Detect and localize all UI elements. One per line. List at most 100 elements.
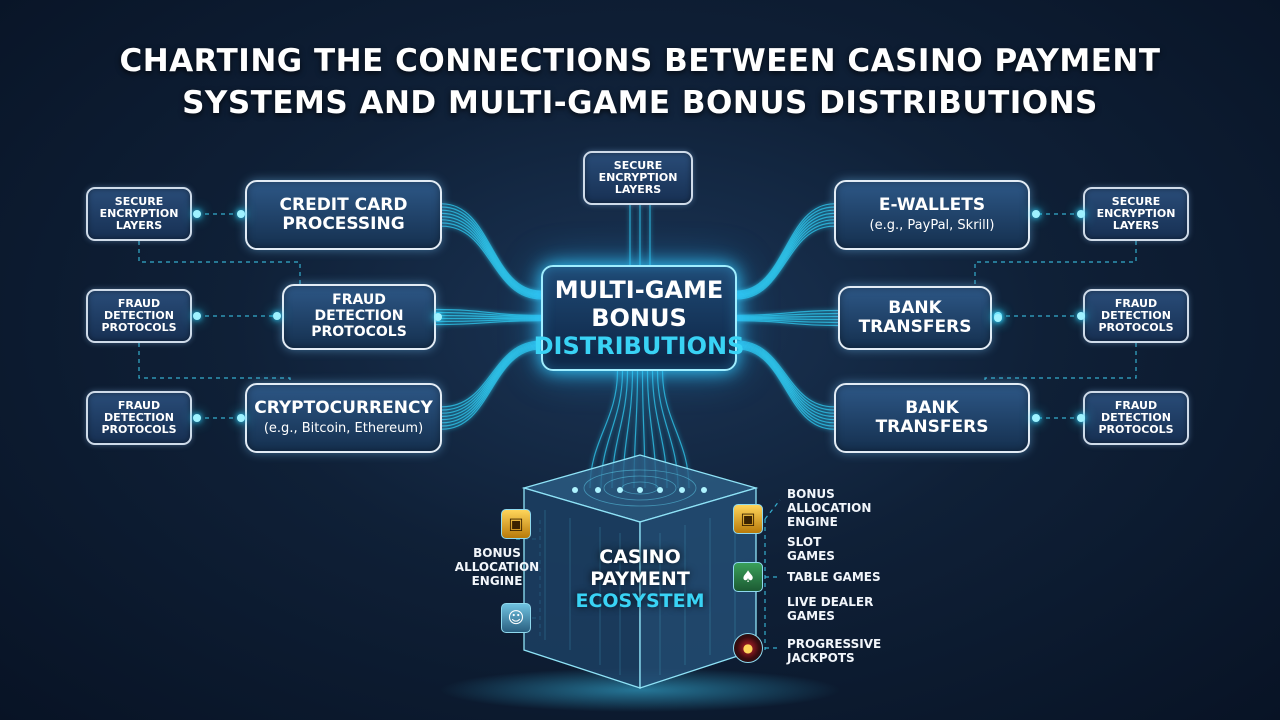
wire-bank2-to-center [736, 344, 835, 421]
wire-credit-to-center [441, 206, 542, 293]
secure-encryption-layers-top-node: SECURE ENCRYPTION LAYERS [583, 151, 693, 205]
wire-ewallet-to-center [736, 219, 835, 298]
wire-crypto-to-center [441, 343, 542, 417]
e-wallets-node: E-WALLETS (e.g., PayPal, Skrill) [834, 180, 1030, 250]
wire-fraud-to-center [435, 308, 542, 316]
label-line: GAMES [787, 609, 835, 623]
node-label-line: CRYPTOCURRENCY [254, 398, 433, 419]
wire-crypto-to-center [441, 342, 542, 414]
label-line: ALLOCATION [454, 560, 540, 574]
left-fraud-detection-protocols-node-2: FRAUD DETECTION PROTOCOLS [86, 391, 192, 445]
wire-crypto-to-center [441, 348, 542, 430]
cube-label-line: CASINO [599, 546, 681, 568]
connector-dot [193, 312, 201, 320]
bank-transfers-node-2: BANK TRANSFERS [834, 383, 1030, 453]
playing-cards-icon: ♠ [733, 562, 763, 592]
dashed-link [138, 241, 301, 284]
wire-crypto-to-center [441, 347, 542, 427]
left-bonus-allocation-engine-label: BONUS ALLOCATION ENGINE [454, 546, 540, 588]
node-label-line: ENCRYPTION [598, 170, 678, 184]
connector-dot [237, 414, 245, 422]
wire-crypto-to-center [441, 340, 542, 408]
bank-transfers-node-1: BANK TRANSFERS [838, 286, 992, 350]
node-label-line: E-WALLETS [878, 195, 986, 216]
connector-dot [434, 313, 442, 321]
node-sublabel: (e.g., Bitcoin, Ethereum) [263, 421, 424, 437]
label-line: SLOT [787, 535, 822, 549]
diagram-title: CHARTING THE CONNECTIONS BETWEEN CASINO … [40, 40, 1240, 124]
node-label-line: CREDIT CARD [279, 194, 408, 215]
wire-fraud-to-center [435, 320, 542, 326]
wire-bank1-to-center [736, 318, 839, 324]
multi-game-bonus-distributions-node: MULTI-GAME BONUS DISTRIBUTIONS [534, 265, 744, 371]
wire-bank1-to-center [736, 312, 839, 318]
wire-bank2-to-center [736, 342, 835, 414]
wire-credit-to-center [441, 203, 542, 292]
wire-bank1-to-center [736, 315, 839, 319]
wire-credit-to-center [441, 209, 542, 294]
node-label-line: SECURE [114, 194, 164, 208]
node-label-line: DETECTION [104, 308, 174, 322]
wire-credit-to-center [441, 219, 542, 298]
node-label-line: TRANSFERS [858, 317, 972, 337]
node-label-line: DETECTION [1101, 410, 1171, 424]
wire-bank2-to-center [736, 346, 835, 424]
wire-bank2-to-center [736, 347, 835, 427]
node-label-line: FRAUD [117, 296, 161, 310]
connector-dot [1077, 210, 1085, 218]
node-label-line: PROTOCOLS [1098, 423, 1174, 437]
label-line: ENGINE [471, 574, 523, 588]
node-label-line: PROTOCOLS [1098, 321, 1174, 335]
node-label-line: BANK [888, 297, 942, 318]
label-line: TABLE GAMES [787, 570, 881, 584]
wire-fraud-to-center [435, 318, 542, 323]
wire-bank1-to-center [736, 320, 839, 327]
node-label-line: FRAUD [1114, 398, 1158, 412]
connector-dot [1032, 210, 1040, 218]
left-secure-encryption-layers-node: SECURE ENCRYPTION LAYERS [86, 187, 192, 241]
node-label-line: DETECTION [1101, 308, 1171, 322]
node-label-line: PROTOCOLS [101, 321, 177, 335]
wire-credit-to-center [441, 222, 542, 299]
node-label-line: FRAUD [332, 292, 386, 309]
right-secure-encryption-layers-node: SECURE ENCRYPTION LAYERS [1083, 187, 1189, 241]
node-label-line: ENCRYPTION [1096, 206, 1176, 220]
connector-dot [994, 314, 1002, 322]
connector-dot [273, 312, 281, 320]
label-line: ENGINE [787, 515, 838, 529]
node-label-line: LAYERS [614, 183, 662, 197]
wire-fraud-to-center [435, 311, 542, 318]
wire-bank2-to-center [736, 341, 835, 411]
node-label-line: ENCRYPTION [99, 206, 179, 220]
wire-ewallet-to-center [736, 206, 835, 293]
slot-machine-icon: ▣ [733, 504, 763, 534]
node-label-line: PROTOCOLS [311, 323, 407, 340]
title-line-1: CHARTING THE CONNECTIONS BETWEEN CASINO … [119, 43, 1161, 79]
wire-ewallet-to-center [736, 209, 835, 294]
center-label-line: MULTI-GAME [554, 275, 724, 304]
node-label-line: PROTOCOLS [101, 423, 177, 437]
wire-fraud-to-center [435, 314, 542, 319]
wire-credit-to-center [441, 212, 542, 296]
connector-dot [193, 210, 201, 218]
node-label-line: SECURE [1111, 194, 1161, 208]
wire-credit-to-center [441, 216, 542, 297]
live-dealer-games-label: LIVE DEALER GAMES [787, 595, 873, 623]
dashed-link [984, 343, 1137, 383]
node-label-line: LAYERS [1112, 219, 1160, 233]
connector-dot [193, 414, 201, 422]
connector-dot [237, 210, 245, 218]
wire-bank1-to-center [736, 317, 839, 321]
wire-bank2-to-center [736, 348, 835, 430]
node-label-line: FRAUD [1114, 296, 1158, 310]
wire-ewallet-to-center [736, 212, 835, 296]
label-line: ALLOCATION [787, 501, 872, 515]
node-label-line: SECURE [613, 158, 663, 172]
dashed-link [974, 241, 1137, 286]
cube-label-accent-line: ECOSYSTEM [575, 590, 705, 612]
wire-crypto-to-center [441, 344, 542, 421]
dashed-link [138, 343, 291, 383]
label-line: LIVE DEALER [787, 595, 874, 609]
center-label-line: BONUS [591, 303, 687, 332]
